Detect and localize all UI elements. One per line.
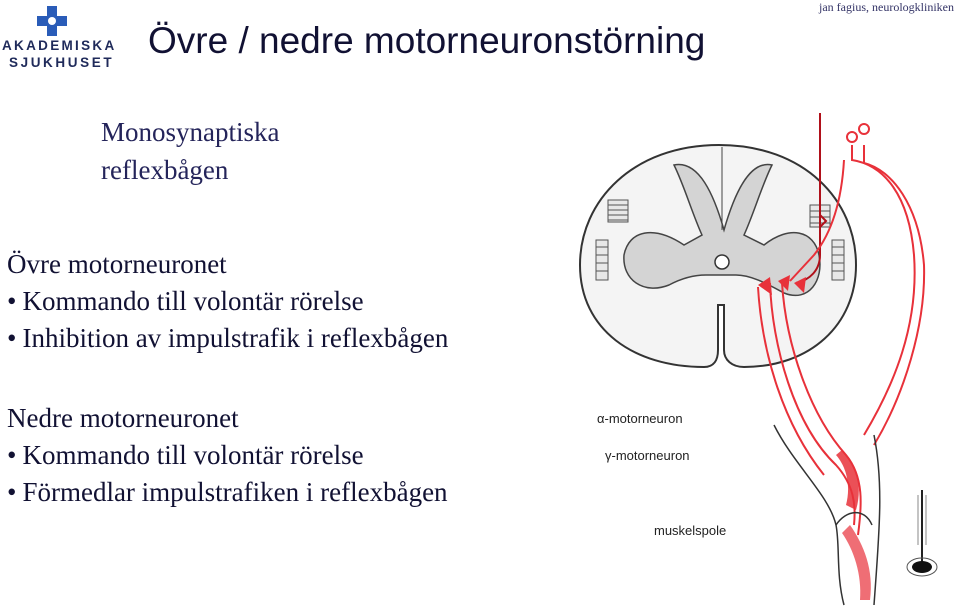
author-credit: jan fagius, neurologkliniken xyxy=(819,0,954,14)
upper-motor-neuron-section: Övre motorneuronet Kommando till volontä… xyxy=(7,246,448,357)
spinal-cord-cross-section xyxy=(578,143,858,369)
lower-bullet-1: Kommando till volontär rörelse xyxy=(7,437,448,474)
muscle-outline xyxy=(773,424,881,606)
lower-motor-neuron-section: Nedre motorneuronet Kommando till volont… xyxy=(7,400,448,511)
akademiska-logo: AKADEMISKA SJUKHUSET xyxy=(0,2,114,72)
upper-bullet-1: Kommando till volontär rörelse xyxy=(7,283,448,320)
gamma-motorneuron-label: γ-motorneuron xyxy=(605,448,690,463)
motor-cell-bodies xyxy=(758,275,806,295)
muscle-spindle-band xyxy=(836,450,859,510)
reflex-hammer-icon xyxy=(906,490,938,577)
reflex-arc-heading: Monosynaptiska reflexbågen xyxy=(101,117,280,185)
slide-title: Övre / nedre motorneuronstörning xyxy=(148,20,706,61)
alpha-motorneuron-label: α-motorneuron xyxy=(597,411,683,426)
hospital-cross-icon xyxy=(37,6,67,36)
reflex-arc-diagram: α-motorneuron γ-motorneuron muskelspole xyxy=(574,105,960,610)
reflex-arc-illustration xyxy=(578,113,938,606)
logo-text-line1: AKADEMISKA xyxy=(2,38,117,53)
muscle-spindle-label: muskelspole xyxy=(654,523,727,538)
muscle-tendon xyxy=(842,525,871,600)
upper-motor-neuron-heading: Övre motorneuronet xyxy=(7,249,227,279)
lower-motor-neuron-heading: Nedre motorneuronet xyxy=(7,403,239,433)
sensory-afferent xyxy=(789,123,926,446)
upper-bullet-2: Inhibition av impulstrafik i reflexbågen xyxy=(7,320,448,357)
lower-bullet-2: Förmedlar impulstrafiken i reflexbågen xyxy=(7,474,447,511)
logo-text-line2: SJUKHUSET xyxy=(9,55,115,70)
central-canal xyxy=(714,254,730,270)
